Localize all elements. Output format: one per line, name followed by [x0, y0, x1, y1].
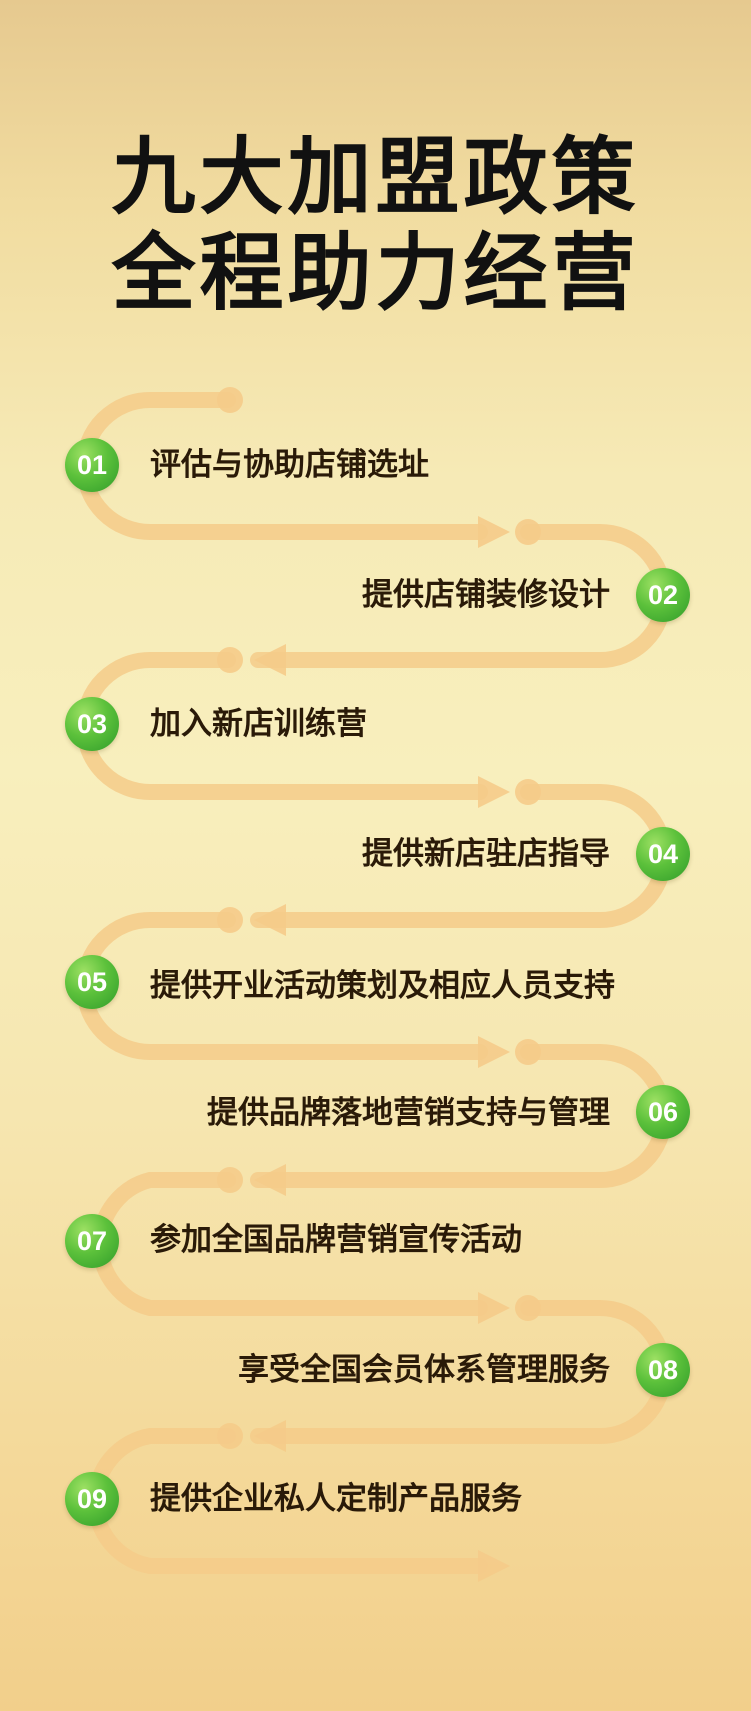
step-number-badge-04: 04 [636, 827, 690, 881]
step-number-badge-09: 09 [65, 1472, 119, 1526]
step-number-badge-06: 06 [636, 1085, 690, 1139]
step-label-01: 评估与协助店铺选址 [150, 447, 429, 483]
page-title-line-1: 九大加盟政策 [111, 127, 640, 226]
step-label-09: 提供企业私人定制产品服务 [150, 1481, 522, 1517]
page-title-line-2: 全程助力经营 [111, 223, 640, 322]
step-number-badge-08: 08 [636, 1343, 690, 1397]
step-number-badge-02: 02 [636, 568, 690, 622]
step-label-07: 参加全国品牌营销宣传活动 [150, 1222, 522, 1258]
step-label-05: 提供开业活动策划及相应人员支持 [150, 968, 615, 1004]
step-number-badge-05: 05 [65, 955, 119, 1009]
step-number-badge-07: 07 [65, 1214, 119, 1268]
step-label-06: 提供品牌落地营销支持与管理 [207, 1095, 610, 1131]
step-label-08: 享受全国会员体系管理服务 [238, 1352, 610, 1388]
step-number-badge-03: 03 [65, 697, 119, 751]
step-number-badge-01: 01 [65, 438, 119, 492]
step-label-04: 提供新店驻店指导 [362, 836, 610, 872]
step-label-03: 加入新店训练营 [150, 706, 367, 742]
step-label-02: 提供店铺装修设计 [362, 577, 610, 613]
